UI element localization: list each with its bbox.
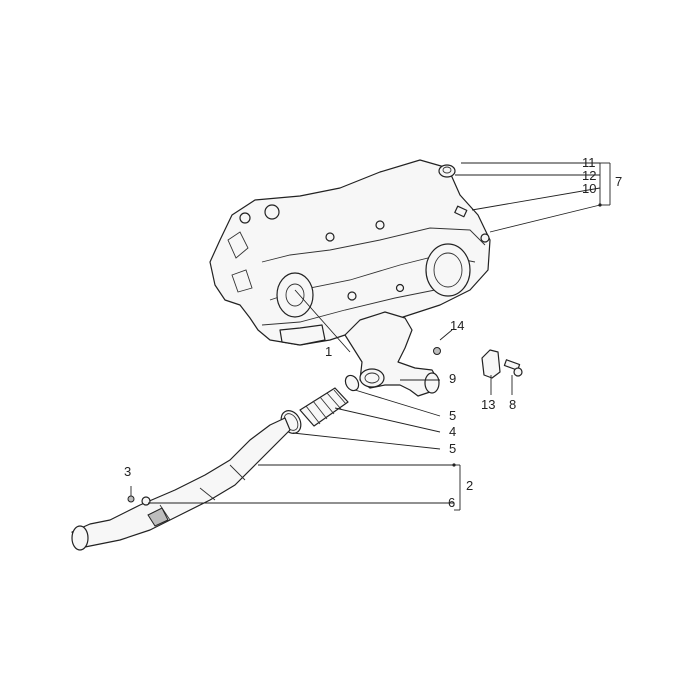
fitting-6 bbox=[141, 496, 151, 506]
callout-1: 1 bbox=[325, 344, 332, 359]
callout-6: 6 bbox=[448, 495, 455, 510]
callout-11: 11 bbox=[582, 155, 596, 170]
callout-8: 8 bbox=[509, 397, 516, 412]
callout-7: 7 bbox=[615, 174, 622, 189]
callout-13: 13 bbox=[481, 397, 495, 412]
intake-duct bbox=[344, 311, 440, 397]
callout-12: 12 bbox=[582, 168, 596, 183]
bracket-13 bbox=[481, 349, 501, 379]
callout-5-lower: 5 bbox=[449, 441, 456, 456]
callout-4: 4 bbox=[449, 424, 456, 439]
screw-14 bbox=[433, 347, 441, 355]
callout-9: 9 bbox=[449, 371, 456, 386]
callout-14: 14 bbox=[450, 318, 464, 333]
callout-5-upper: 5 bbox=[449, 408, 456, 423]
callout-3: 3 bbox=[124, 464, 131, 479]
callout-labels: 11 12 10 7 1 14 13 8 9 5 4 5 2 3 6 bbox=[124, 155, 622, 510]
leader-lines bbox=[148, 162, 611, 511]
callout-10: 10 bbox=[582, 181, 596, 196]
callout-2: 2 bbox=[466, 478, 473, 493]
screw-3 bbox=[127, 486, 135, 503]
hose-clamp-upper bbox=[344, 374, 360, 392]
bellows-hose bbox=[299, 387, 349, 427]
cover-bolt bbox=[454, 205, 468, 218]
intake-pipe bbox=[71, 417, 291, 551]
oil-cap bbox=[438, 164, 456, 178]
bolt-8 bbox=[503, 359, 523, 377]
crankcase-cover bbox=[209, 159, 491, 346]
